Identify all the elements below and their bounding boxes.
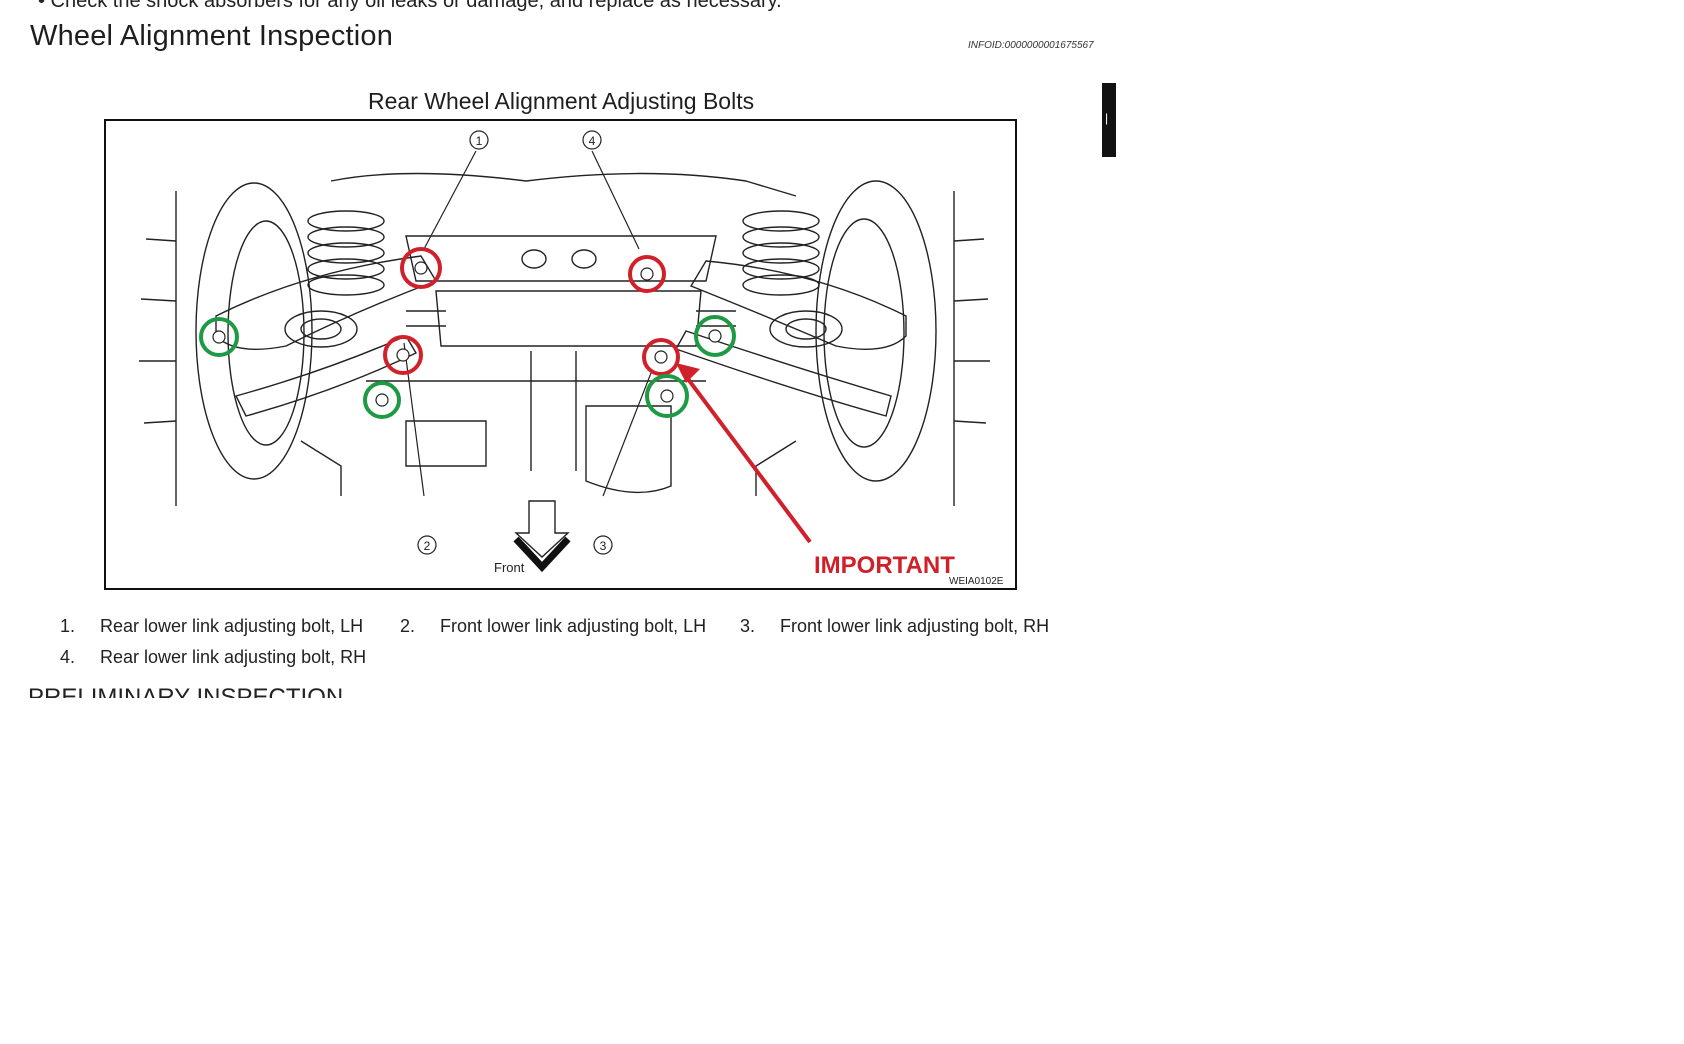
- body-outline: [330, 172, 797, 197]
- important-arrow: [676, 363, 812, 544]
- red-marker-bolt-2: [383, 335, 423, 375]
- green-marker-right-outer: [694, 315, 736, 357]
- legend-item-4-text: Rear lower link adjusting bolt, RH: [100, 647, 367, 667]
- red-marker-bolt-3: [642, 338, 680, 376]
- info-id: INFOID:0000000001675567: [968, 40, 1094, 51]
- legend-item-3-text: Front lower link adjusting bolt, RH: [780, 616, 1050, 636]
- callout-2: 2: [417, 535, 437, 555]
- legend-item-1-text: Rear lower link adjusting bolt, LH: [100, 616, 364, 636]
- cropped-next-heading-text: PRELIMINARY INSPECTION: [28, 688, 343, 698]
- front-arrow-icon: [513, 500, 571, 573]
- cropped-bullet-line: • Check the shock absorbers for any oil …: [38, 0, 782, 12]
- diagram-linework: [139, 172, 990, 506]
- callout-1-number: 1: [476, 134, 483, 148]
- green-marker-right-lower: [645, 374, 689, 418]
- green-marker-left-outer: [199, 317, 239, 357]
- edge-tab-glyph: |: [1105, 111, 1109, 125]
- subframe-crossmember: [405, 235, 717, 282]
- left-wheel: [195, 182, 313, 480]
- left-upper-arm: [215, 255, 438, 351]
- figure-code: WEIA0102E: [949, 576, 1004, 587]
- left-coil-spring: [307, 210, 385, 296]
- legend-item-4-number: 4.: [60, 647, 76, 667]
- important-label: IMPORTANT: [814, 552, 955, 579]
- callout-leaders: [403, 150, 652, 497]
- figure-title: Rear Wheel Alignment Adjusting Bolts: [368, 88, 755, 114]
- legend-item-3-number: 3.: [740, 616, 756, 636]
- callout-1: 1: [469, 130, 489, 150]
- right-wheel: [815, 180, 937, 482]
- propeller-shaft: [530, 351, 577, 471]
- callout-4-number: 4: [589, 134, 596, 148]
- figure-frame: 1 4 2 3: [104, 119, 1017, 590]
- red-marker-bolt-4: [628, 255, 666, 293]
- differential: [435, 290, 702, 347]
- section-title: Wheel Alignment Inspection: [30, 20, 394, 52]
- page-edge-tab: |: [1102, 83, 1116, 157]
- suspension-diagram: 1 4 2 3: [139, 130, 1004, 587]
- legend-item-2-number: 2.: [400, 616, 416, 636]
- cropped-next-heading: PRELIMINARY INSPECTION: [28, 688, 343, 698]
- callout-2-number: 2: [424, 539, 431, 553]
- red-marker-bolt-1: [400, 247, 442, 289]
- right-wheel-rim: [823, 218, 905, 448]
- right-upper-arm: [689, 260, 907, 351]
- right-coil-spring: [742, 210, 820, 296]
- front-label: Front: [494, 560, 525, 575]
- legend-item-2-text: Front lower link adjusting bolt, LH: [440, 616, 707, 636]
- callout-3: 3: [593, 535, 613, 555]
- left-wheel-rim: [227, 220, 305, 446]
- callout-3-number: 3: [600, 539, 607, 553]
- legend-item-1-number: 1.: [60, 616, 76, 636]
- left-lower-link: [234, 335, 417, 417]
- muffler: [585, 405, 672, 494]
- green-marker-left-lower: [363, 381, 401, 419]
- bolt-heads: [212, 261, 722, 407]
- callout-4: 4: [582, 130, 602, 150]
